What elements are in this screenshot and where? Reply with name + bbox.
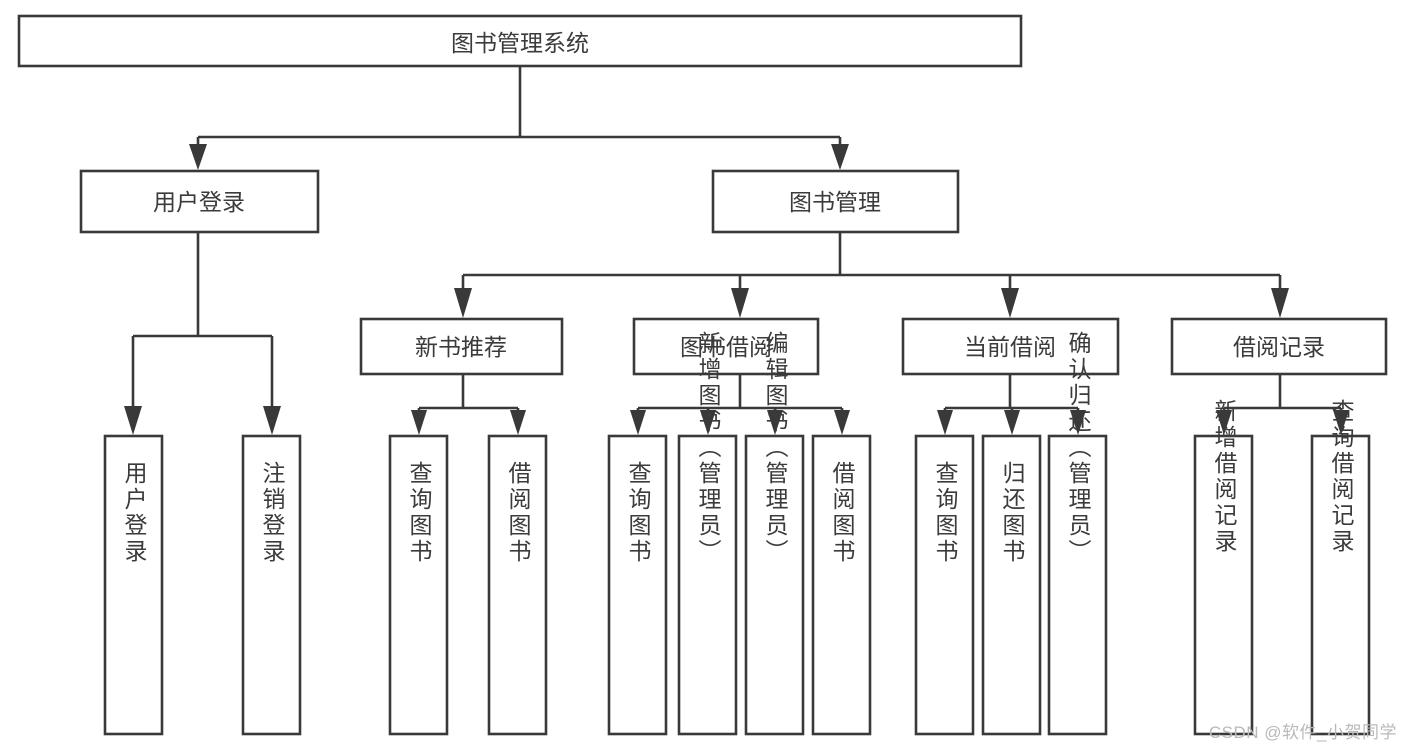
leaf-user-login-1-label: 用户登录: [121, 461, 148, 565]
leaf-book-borrow-4-box[interactable]: [811, 434, 872, 736]
node-book-management[interactable]: 图书管理: [711, 169, 960, 234]
node-book-borrow-label: 图书借阅: [680, 334, 772, 360]
leaf-borrow-record-2-label: 查询借阅记录: [1328, 399, 1355, 555]
leaf-user-login-2-label: 注销登录: [259, 461, 286, 565]
leaf-current-borrow-3-label: 确认归还（管理员）: [1065, 331, 1092, 565]
leaf-current-borrow-1-label: 查询图书: [932, 461, 959, 565]
arrowhead-leaf-new-book-1: [411, 410, 427, 435]
leaf-current-borrow-1-box[interactable]: [914, 434, 975, 736]
arrowhead-leaf-user-login-1: [124, 406, 142, 435]
leaf-current-borrow-3-box[interactable]: [1047, 434, 1108, 736]
leaf-book-borrow-1[interactable]: 查询图书: [607, 434, 668, 736]
arrowhead-leaf-borrow-record-2: [1333, 410, 1349, 435]
arrowhead-leaf-book-borrow-4: [834, 410, 850, 435]
node-root[interactable]: 图书管理系统: [17, 14, 1023, 68]
leaf-new-book-1-label: 查询图书: [406, 461, 433, 565]
arrowhead-borrow-record: [1271, 288, 1289, 318]
leaf-borrow-record-1[interactable]: 新增借阅记录: [1193, 399, 1254, 736]
node-current-borrow[interactable]: 当前借阅: [901, 317, 1120, 376]
arrowhead-leaf-current-borrow-1: [937, 410, 953, 435]
arrowhead-book-borrow: [731, 288, 749, 318]
arrowhead-leaf-current-borrow-3: [1070, 410, 1086, 435]
leaf-book-borrow-4-label: 借阅图书: [829, 461, 856, 565]
node-root-box[interactable]: [17, 14, 1023, 68]
leaf-new-book-2-box[interactable]: [487, 434, 548, 736]
connector-layer: [124, 66, 1349, 435]
leaf-current-borrow-1[interactable]: 查询图书: [914, 434, 975, 736]
node-borrow-record[interactable]: 借阅记录: [1170, 317, 1388, 376]
arrowhead-leaf-book-borrow-3: [767, 410, 783, 435]
arrowhead-leaf-user-login-2: [263, 406, 281, 435]
node-new-book-recommend[interactable]: 新书推荐: [359, 317, 564, 376]
node-current-borrow-box[interactable]: [901, 317, 1120, 376]
arrowhead-user-login: [189, 144, 207, 170]
arrowhead-leaf-current-borrow-2: [1004, 410, 1020, 435]
leaf-new-book-2[interactable]: 借阅图书: [487, 434, 548, 736]
arrowhead-current-borrow: [1001, 288, 1019, 318]
node-book-management-box[interactable]: [711, 169, 960, 234]
leaf-new-book-1-box[interactable]: [388, 434, 449, 736]
node-new-book-recommend-box[interactable]: [359, 317, 564, 376]
node-borrow-record-box[interactable]: [1170, 317, 1388, 376]
leaf-borrow-record-1-label: 新增借阅记录: [1211, 399, 1238, 555]
arrowhead-new-book-recommend: [454, 288, 472, 318]
leaf-current-borrow-2-box[interactable]: [981, 434, 1042, 736]
arrowhead-leaf-book-borrow-1: [630, 410, 646, 435]
leaf-current-borrow-2[interactable]: 归还图书: [981, 434, 1042, 736]
leaf-user-login-1[interactable]: 用户登录: [103, 434, 164, 736]
node-user-login-label: 用户登录: [153, 189, 245, 215]
leaf-book-borrow-3[interactable]: 编辑图书（管理员）: [744, 331, 805, 736]
leaf-user-login-2-box[interactable]: [241, 434, 302, 736]
leaf-book-borrow-2-box[interactable]: [677, 434, 738, 736]
leaf-borrow-record-1-box[interactable]: [1193, 434, 1254, 736]
leaf-current-borrow-3[interactable]: 确认归还（管理员）: [1047, 331, 1108, 736]
node-book-borrow-box[interactable]: [632, 317, 820, 376]
leaf-borrow-record-2-box[interactable]: [1310, 434, 1371, 736]
arrowhead-book-mgmt: [831, 144, 849, 170]
node-book-borrow[interactable]: 图书借阅: [632, 317, 820, 376]
arrowhead-leaf-book-borrow-2: [700, 410, 716, 435]
arrowhead-leaf-new-book-2: [510, 410, 526, 435]
node-book-management-label: 图书管理: [789, 189, 881, 215]
leaf-book-borrow-3-box[interactable]: [744, 434, 805, 736]
leaf-book-borrow-2-label: 新增图书（管理员）: [695, 331, 722, 565]
leaf-user-login-1-box[interactable]: [103, 434, 164, 736]
leaf-current-borrow-2-label: 归还图书: [999, 461, 1026, 565]
leaf-book-borrow-4[interactable]: 借阅图书: [811, 434, 872, 736]
node-user-login[interactable]: 用户登录: [79, 169, 320, 234]
leaf-new-book-2-label: 借阅图书: [505, 461, 532, 565]
node-user-login-box[interactable]: [79, 169, 320, 234]
leaf-borrow-record-2[interactable]: 查询借阅记录: [1310, 399, 1371, 736]
arrowhead-leaf-borrow-record-1: [1216, 410, 1232, 435]
leaf-book-borrow-3-label: 编辑图书（管理员）: [762, 331, 789, 565]
node-root-label: 图书管理系统: [451, 30, 589, 56]
node-new-book-recommend-label: 新书推荐: [415, 334, 507, 360]
leaf-book-borrow-2[interactable]: 新增图书（管理员）: [677, 331, 738, 736]
leaf-book-borrow-1-box[interactable]: [607, 434, 668, 736]
node-current-borrow-label: 当前借阅: [964, 334, 1056, 360]
leaf-user-login-2[interactable]: 注销登录: [241, 434, 302, 736]
node-borrow-record-label: 借阅记录: [1233, 334, 1325, 360]
leaf-book-borrow-1-label: 查询图书: [625, 461, 652, 565]
leaf-new-book-1[interactable]: 查询图书: [388, 434, 449, 736]
